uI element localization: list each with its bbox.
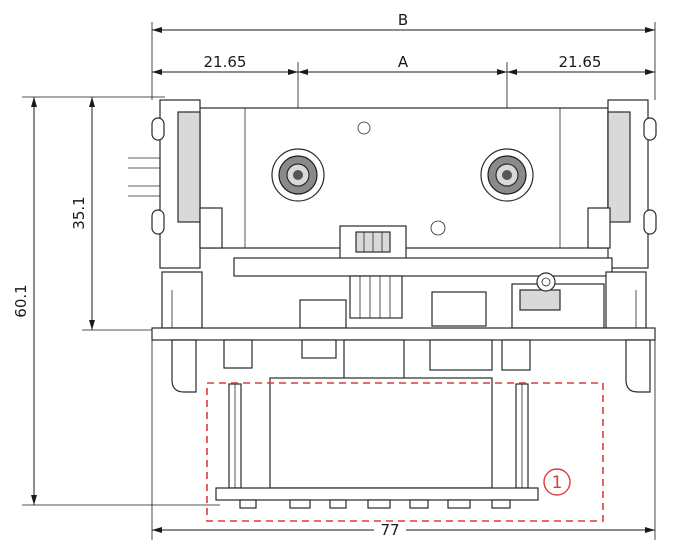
sensor-module [128,99,657,269]
dimension-right-offset-label: 21.65 [559,53,602,71]
left-transducer [271,148,325,202]
dimension-bottom-width-label: 77 [380,521,399,539]
callout-highlight-box [206,382,604,522]
dimension-upper-height: 35.1 [70,97,160,331]
base-plate [151,327,656,393]
dimension-b-label: B [398,11,408,29]
dimension-total-height-label: 60.1 [12,284,30,317]
lower-assembly [215,377,539,509]
callout-marker [543,468,571,496]
callout-number: 1 [552,473,563,493]
dimension-bottom-width: 77 [151,340,656,540]
dimension-a-label: A [398,53,409,71]
dimension-a-row: 21.65 A 21.65 [152,53,655,160]
callout-1: 1 [206,382,604,522]
dimension-b: B [151,11,656,100]
dimension-left-offset-label: 21.65 [204,53,247,71]
middle-assembly [161,257,647,329]
dimension-upper-height-label: 35.1 [70,196,88,229]
dimension-total-height: 60.1 [12,96,220,506]
right-transducer [480,148,534,202]
